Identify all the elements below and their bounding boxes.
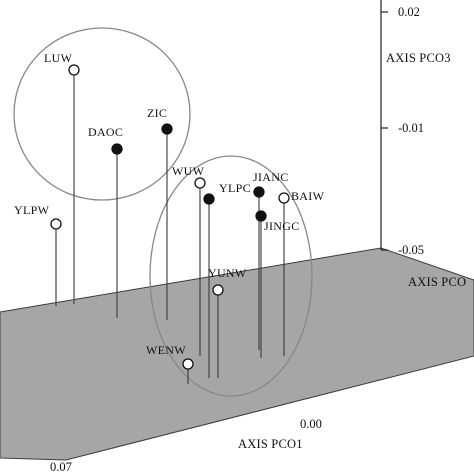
point-zic	[161, 123, 173, 135]
point-label-ylpc: YLPC	[219, 181, 251, 195]
group-outline	[149, 155, 313, 397]
x-tick-label: 0.07	[50, 460, 72, 474]
point-baiw	[278, 192, 290, 204]
y-axis-label: AXIS PCO	[408, 275, 466, 289]
point-wuw	[194, 177, 206, 189]
point-label-yunw: YUNW	[208, 266, 247, 280]
z-tick-label: 0.02	[398, 5, 420, 19]
point-ylpc	[203, 193, 215, 205]
point-label-wenw: WENW	[146, 343, 186, 357]
x-axis-label: AXIS PCO1	[238, 437, 303, 451]
point-label-daoc: DAOC	[88, 125, 123, 139]
point-jianc	[253, 186, 265, 198]
point-label-baiw: BAIW	[291, 189, 325, 203]
point-daoc	[111, 143, 123, 155]
point-label-jingc: JINGC	[264, 219, 300, 233]
z-axis-label: AXIS PCO3	[386, 51, 451, 65]
point-ylpw	[50, 218, 62, 230]
point-label-jianc: JIANC	[253, 170, 289, 184]
point-label-wuw: WUW	[172, 164, 205, 178]
point-yunw	[212, 284, 224, 296]
group-layer	[13, 27, 313, 397]
point-jingc	[255, 210, 267, 222]
stem-layer	[55, 70, 285, 384]
point-luw	[68, 64, 80, 76]
z-tick-label: -0.05	[398, 243, 424, 257]
point-wenw	[182, 358, 194, 370]
point-label-luw: LUW	[44, 51, 73, 65]
point-label-ylpw: YLPW	[14, 203, 50, 217]
group-outline	[13, 27, 191, 201]
point-layer	[50, 64, 290, 370]
point-label-zic: ZIC	[147, 106, 167, 120]
x-tick-label: 0.00	[300, 417, 322, 431]
z-tick-label: -0.01	[398, 121, 424, 135]
